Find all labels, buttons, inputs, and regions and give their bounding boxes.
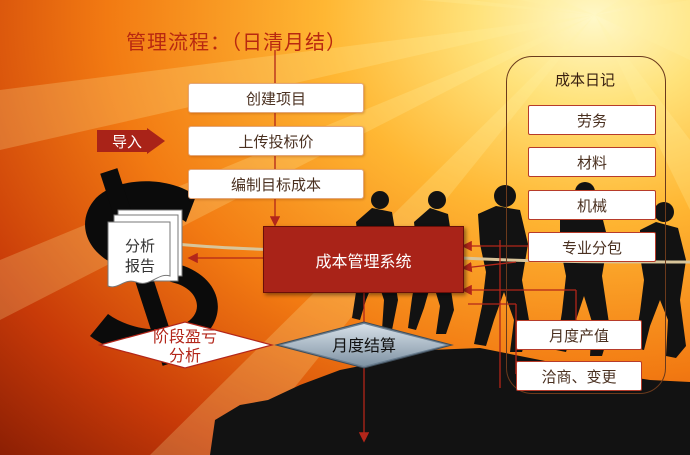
- analysis-report[interactable]: 分析 报告: [111, 236, 169, 276]
- stage-analysis-line1: 阶段盈亏: [152, 327, 217, 346]
- flow-box-target-cost[interactable]: 编制目标成本: [188, 169, 364, 199]
- flow-box-create-project[interactable]: 创建项目: [188, 83, 364, 113]
- page-title: 管理流程：（日清月结）: [126, 30, 347, 54]
- import-label: 导入: [111, 132, 142, 151]
- diary-item-machinery[interactable]: 机械: [528, 190, 656, 220]
- negotiation-change-box[interactable]: 洽商、变更: [516, 361, 642, 391]
- stage-profit-analysis[interactable]: 阶段盈亏 分析: [130, 327, 240, 365]
- monthly-output-box[interactable]: 月度产值: [516, 320, 642, 350]
- diary-item-materials[interactable]: 材料: [528, 147, 656, 177]
- flow-box-upload-bid[interactable]: 上传投标价: [188, 126, 364, 156]
- import-arrow-icon: [97, 128, 165, 154]
- cost-diary-title: 成本日记: [554, 71, 615, 89]
- report-label-line2: 报告: [124, 257, 155, 275]
- stage-analysis-line2: 分析: [168, 346, 201, 365]
- cost-management-system[interactable]: 成本管理系统: [263, 226, 464, 293]
- diary-item-labor[interactable]: 劳务: [528, 105, 656, 135]
- cost-diary-panel: [506, 56, 666, 394]
- diary-item-subcontract[interactable]: 专业分包: [528, 232, 656, 262]
- report-label-line1: 分析: [124, 237, 155, 255]
- monthly-settlement[interactable]: 月度结算: [331, 336, 396, 355]
